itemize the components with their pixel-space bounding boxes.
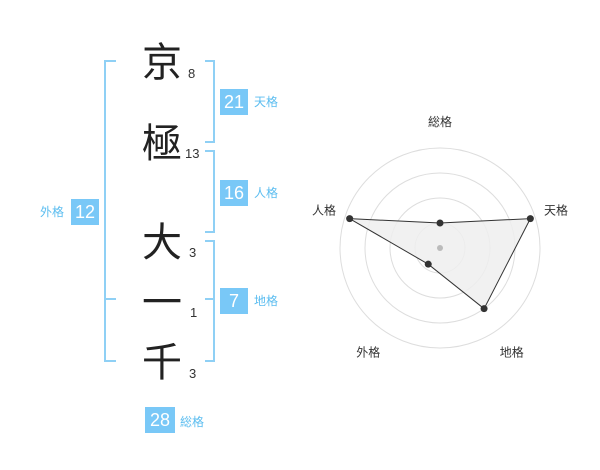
stroke-count-1: 8 bbox=[188, 66, 196, 81]
stroke-count-3: 3 bbox=[189, 245, 197, 260]
chikaku-bracket bbox=[205, 240, 215, 362]
jinkaku-label: 人格 bbox=[254, 186, 279, 200]
soukaku-label: 総格 bbox=[180, 415, 205, 429]
soukaku-badge: 28 bbox=[145, 407, 175, 433]
name-char-3: 大 bbox=[142, 220, 182, 266]
name-char-5: 千 bbox=[142, 340, 182, 386]
stroke-count-2: 13 bbox=[185, 146, 200, 161]
radar-center-point bbox=[437, 245, 443, 251]
gaikaku-badge: 12 bbox=[71, 199, 99, 225]
tenkaku-label: 天格 bbox=[254, 95, 279, 109]
chikaku-badge: 7 bbox=[220, 288, 248, 314]
radar-axis-label: 地格 bbox=[500, 345, 524, 360]
radar-point bbox=[436, 219, 444, 227]
chikaku-label: 地格 bbox=[254, 294, 279, 308]
stroke-count-4: 1 bbox=[190, 305, 198, 320]
radar-point bbox=[424, 260, 432, 268]
name-char-4: 一 bbox=[142, 280, 182, 326]
gaikaku-bracket bbox=[104, 60, 116, 362]
radar-axis-label: 人格 bbox=[312, 202, 336, 217]
gaikaku-label: 外格 bbox=[40, 205, 65, 219]
chikaku-divider bbox=[205, 298, 215, 300]
radar-grid-ring bbox=[339, 147, 541, 349]
radar-point bbox=[346, 215, 354, 223]
tenkaku-bracket bbox=[205, 60, 215, 143]
jinkaku-bracket bbox=[205, 150, 215, 233]
radar-area bbox=[349, 218, 532, 310]
name-char-1: 京 bbox=[142, 40, 182, 86]
jinkaku-badge: 16 bbox=[220, 180, 248, 206]
radar-axis-label: 天格 bbox=[544, 202, 568, 217]
stroke-count-5: 3 bbox=[189, 366, 197, 381]
radar-axis-label: 総格 bbox=[428, 114, 452, 129]
tenkaku-badge: 21 bbox=[220, 89, 248, 115]
radar-axis-label: 外格 bbox=[356, 345, 380, 360]
gaikaku-divider bbox=[104, 298, 116, 300]
radar-point bbox=[526, 215, 534, 223]
name-char-2: 極 bbox=[142, 121, 182, 167]
radar-point bbox=[480, 305, 488, 313]
